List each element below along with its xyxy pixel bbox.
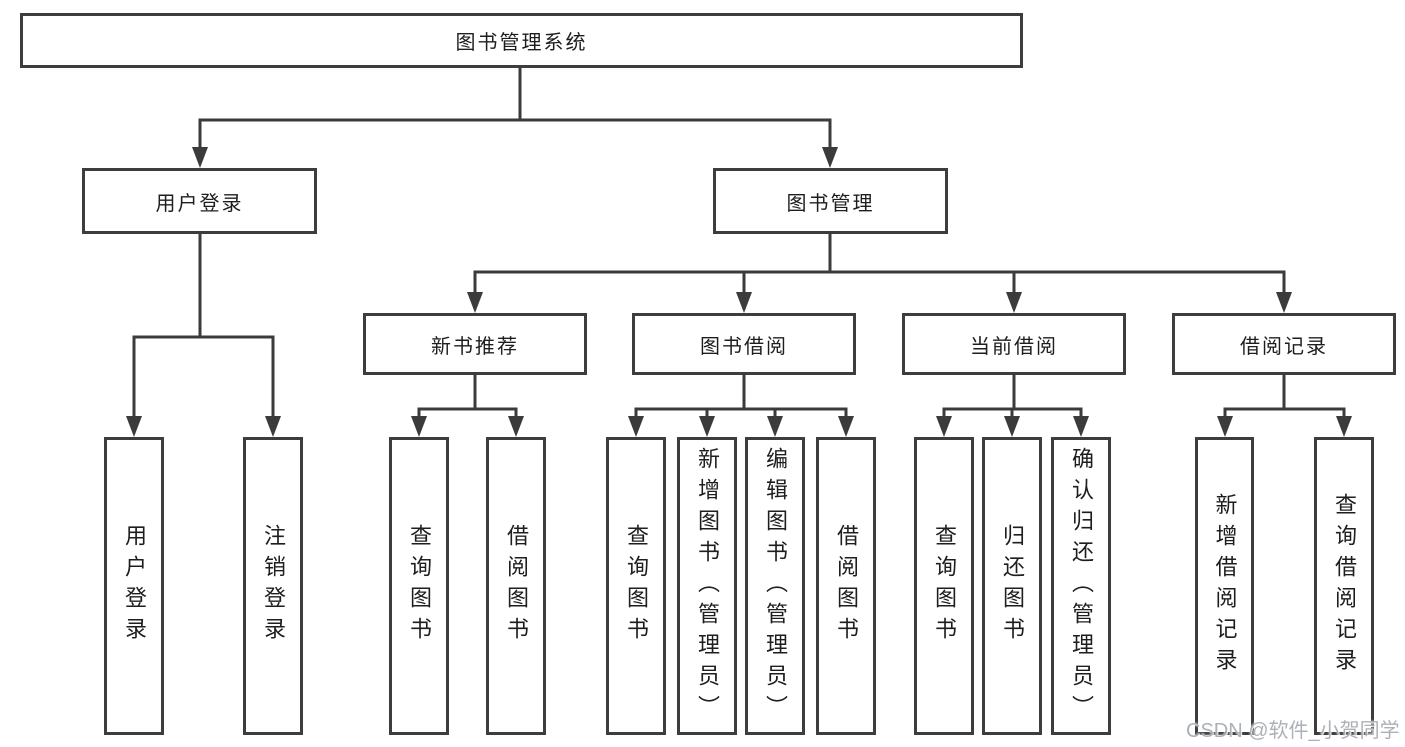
leaf-rec-borrow-books-label: 借阅图书: [504, 524, 529, 648]
node-current-borrowing: 当前借阅: [902, 313, 1126, 375]
node-user-login: 用户登录: [82, 168, 317, 234]
leaf-borrow-query-books-label: 查询图书: [624, 524, 649, 648]
arrowheads: [126, 147, 1352, 437]
leaf-user-login: 用户登录: [104, 437, 164, 735]
leaf-current-query-books-label: 查询图书: [932, 524, 957, 648]
node-book-borrowing-label: 图书借阅: [700, 335, 788, 358]
leaf-query-borrow-record: 查询借阅记录: [1314, 437, 1374, 735]
node-borrow-records: 借阅记录: [1172, 313, 1396, 375]
leaf-query-borrow-record-label: 查询借阅记录: [1332, 493, 1357, 679]
node-new-book-recommend: 新书推荐: [363, 313, 587, 375]
node-current-borrowing-label: 当前借阅: [970, 335, 1058, 358]
leaf-return-books: 归还图书: [982, 437, 1042, 735]
leaf-rec-query-books: 查询图书: [389, 437, 449, 735]
leaf-logout-label: 注销登录: [261, 524, 286, 648]
leaf-edit-books-admin: 编辑图书（管理员）: [745, 437, 805, 735]
leaf-user-login-label: 用户登录: [122, 524, 147, 648]
leaf-add-books-admin-label: 新增图书（管理员）: [695, 446, 720, 726]
node-user-login-label: 用户登录: [155, 192, 244, 215]
leaf-borrow-query-books: 查询图书: [606, 437, 666, 735]
leaf-rec-query-books-label: 查询图书: [407, 524, 432, 648]
leaf-return-books-label: 归还图书: [1000, 524, 1025, 648]
leaf-borrow-books-label: 借阅图书: [834, 524, 859, 648]
leaf-edit-books-admin-label: 编辑图书（管理员）: [763, 446, 788, 726]
leaf-borrow-books: 借阅图书: [816, 437, 876, 735]
leaf-logout: 注销登录: [243, 437, 303, 735]
leaf-add-borrow-record-label: 新增借阅记录: [1212, 493, 1238, 679]
node-book-management-label: 图书管理: [786, 192, 875, 215]
csdn-watermark: CSDN @软件_小贺同学: [1186, 720, 1400, 742]
leaf-confirm-return-admin-label: 确认归还（管理员）: [1069, 446, 1094, 726]
leaf-add-books-admin: 新增图书（管理员）: [677, 437, 737, 735]
node-root-label: 图书管理系统: [455, 32, 588, 54]
leaf-confirm-return-admin: 确认归还（管理员）: [1051, 437, 1111, 735]
node-new-book-recommend-label: 新书推荐: [431, 335, 519, 358]
leaf-add-borrow-record: 新增借阅记录: [1195, 437, 1254, 735]
node-root: 图书管理系统: [20, 13, 1023, 68]
node-borrow-records-label: 借阅记录: [1240, 335, 1328, 358]
node-book-borrowing: 图书借阅: [632, 313, 856, 375]
connector-paths: [132, 68, 1346, 419]
leaf-current-query-books: 查询图书: [914, 437, 974, 735]
leaf-rec-borrow-books: 借阅图书: [486, 437, 546, 735]
node-book-management: 图书管理: [713, 168, 948, 234]
